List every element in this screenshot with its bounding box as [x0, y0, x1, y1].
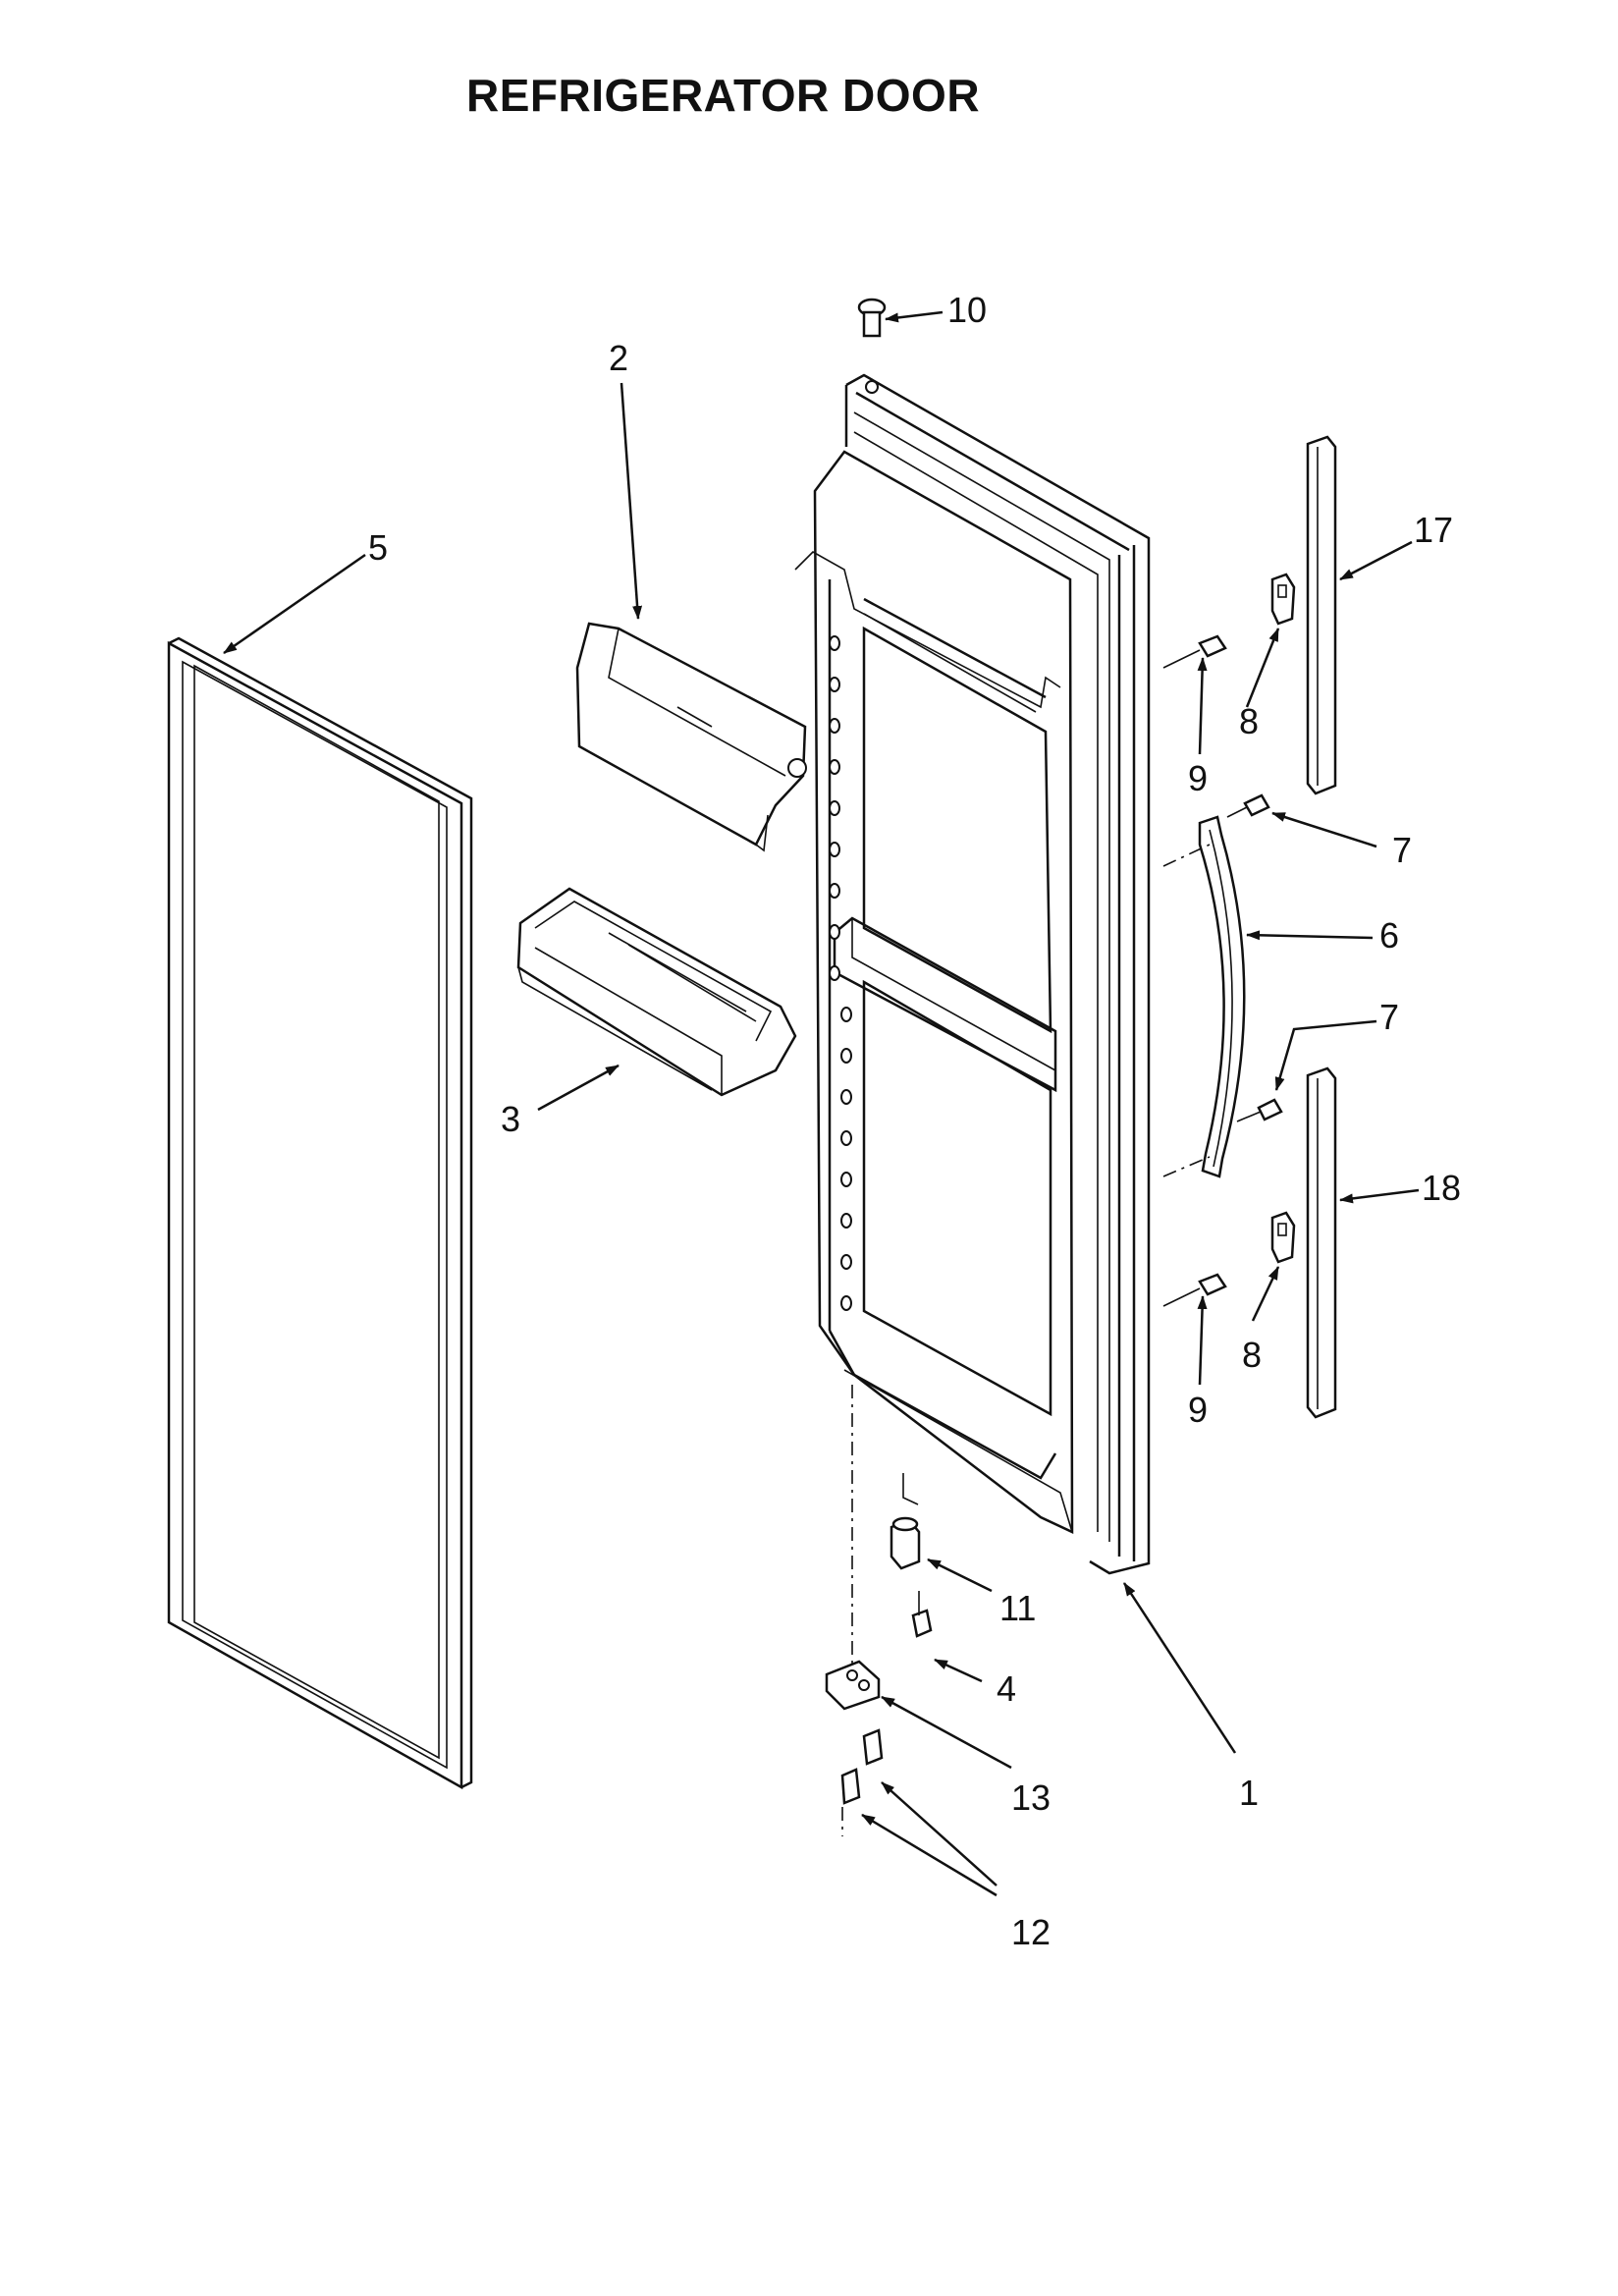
callout-7-top: 7 — [1392, 830, 1412, 870]
shelf-support-hole — [840, 1048, 852, 1064]
callout-2: 2 — [609, 338, 628, 378]
handle-trim-lower-part — [1306, 1066, 1337, 1419]
callout-9-top: 9 — [1188, 758, 1208, 798]
callout-1: 1 — [1239, 1773, 1259, 1813]
shelf-support-hole — [840, 1213, 852, 1229]
hinge-bolts-part — [840, 1728, 884, 1805]
clip-screw-bottom-part — [1162, 1273, 1227, 1307]
shelf-support-hole — [829, 842, 840, 857]
shelf-support-hole — [829, 800, 840, 816]
shelf-support-hole — [840, 1089, 852, 1105]
shelf-support-hole — [840, 1172, 852, 1187]
diagram-title: REFRIGERATOR DOOR — [466, 70, 981, 121]
handle-trim-upper-part — [1306, 435, 1337, 795]
dairy-door-part — [575, 622, 807, 852]
shelf-support-hole — [829, 924, 840, 940]
callout-11: 11 — [999, 1588, 1036, 1628]
leader-lines — [223, 310, 1420, 1897]
shelf-support-hole — [829, 677, 840, 692]
callout-17: 17 — [1414, 510, 1453, 550]
door-gasket-part — [167, 636, 473, 1790]
callout-13: 13 — [1011, 1777, 1051, 1818]
shelf-support-hole — [829, 965, 840, 981]
callout-18: 18 — [1422, 1168, 1461, 1208]
shelf-support-hole — [829, 883, 840, 899]
hinge-screw-part — [911, 1591, 933, 1638]
handle-screw-bottom-part — [1236, 1098, 1283, 1122]
bottom-hinge-part — [825, 1660, 881, 1711]
callout-12: 12 — [1011, 1912, 1051, 1952]
clip-screw-top-part — [1162, 634, 1227, 669]
callout-10: 10 — [947, 290, 987, 330]
shelf-support-hole — [829, 718, 840, 734]
door-stop-plug-part — [857, 298, 887, 338]
door-bin-part — [516, 887, 797, 1097]
handle-screw-top-part — [1226, 793, 1270, 818]
callout-6: 6 — [1379, 915, 1399, 956]
callout-5: 5 — [368, 527, 388, 568]
trim-clip-bottom-part — [1270, 1211, 1296, 1264]
shelf-support-hole — [840, 1295, 852, 1311]
shelf-support-hole — [840, 1130, 852, 1146]
callout-7-bottom: 7 — [1379, 997, 1399, 1037]
shelf-support-hole — [829, 759, 840, 775]
shelf-support-hole — [840, 1254, 852, 1270]
door-assembly-part — [794, 373, 1151, 1575]
callout-4: 4 — [997, 1668, 1016, 1709]
callout-8-bottom: 8 — [1242, 1335, 1262, 1375]
callout-labels: 5 2 3 10 17 8 9 7 6 7 18 8 9 1 11 4 13 1… — [368, 290, 1461, 1952]
trim-clip-top-part — [1270, 573, 1296, 626]
shelf-support-hole — [829, 635, 840, 651]
door-closer-cam-part — [890, 1516, 921, 1570]
callout-3: 3 — [501, 1099, 520, 1139]
callout-9-bottom: 9 — [1188, 1390, 1208, 1430]
shelf-support-hole — [840, 1007, 852, 1022]
door-handle-part — [1198, 815, 1246, 1178]
callout-8-top: 8 — [1239, 701, 1259, 741]
